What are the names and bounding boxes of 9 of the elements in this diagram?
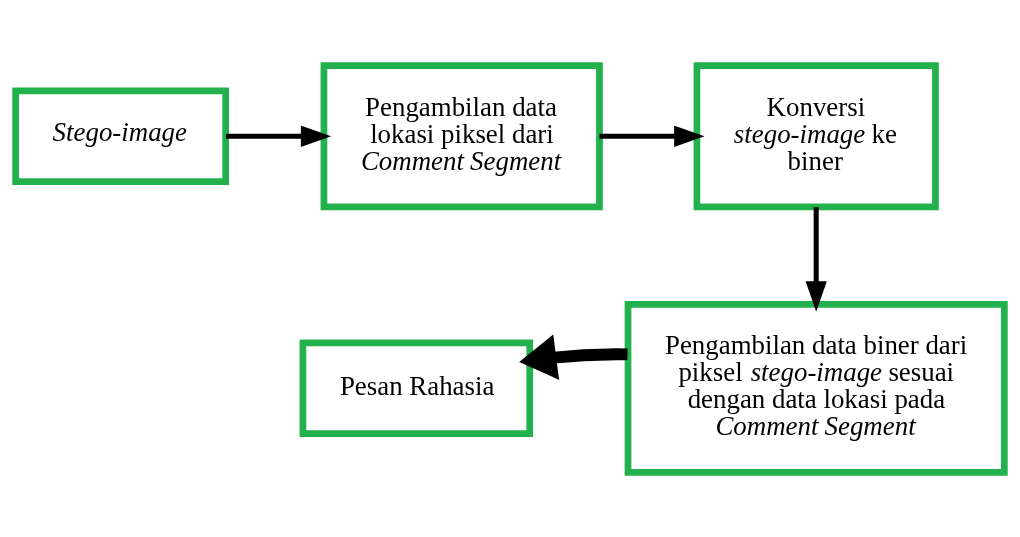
node-box: Stego-image xyxy=(12,87,229,185)
arrow xyxy=(805,206,827,312)
node-box: Pengambilan data lokasi piksel dari Comment Segment xyxy=(320,61,603,210)
node-box: Pesan Rahasia xyxy=(299,339,534,437)
arrow xyxy=(519,334,628,380)
arrow xyxy=(599,125,705,147)
arrow xyxy=(225,125,332,147)
node-box: Pengambilan data biner dari piksel stego-image sesuai dengan data lokasi pada Comment Segment xyxy=(624,300,1008,476)
node-box: Konversi stego-image ke biner xyxy=(693,61,939,210)
